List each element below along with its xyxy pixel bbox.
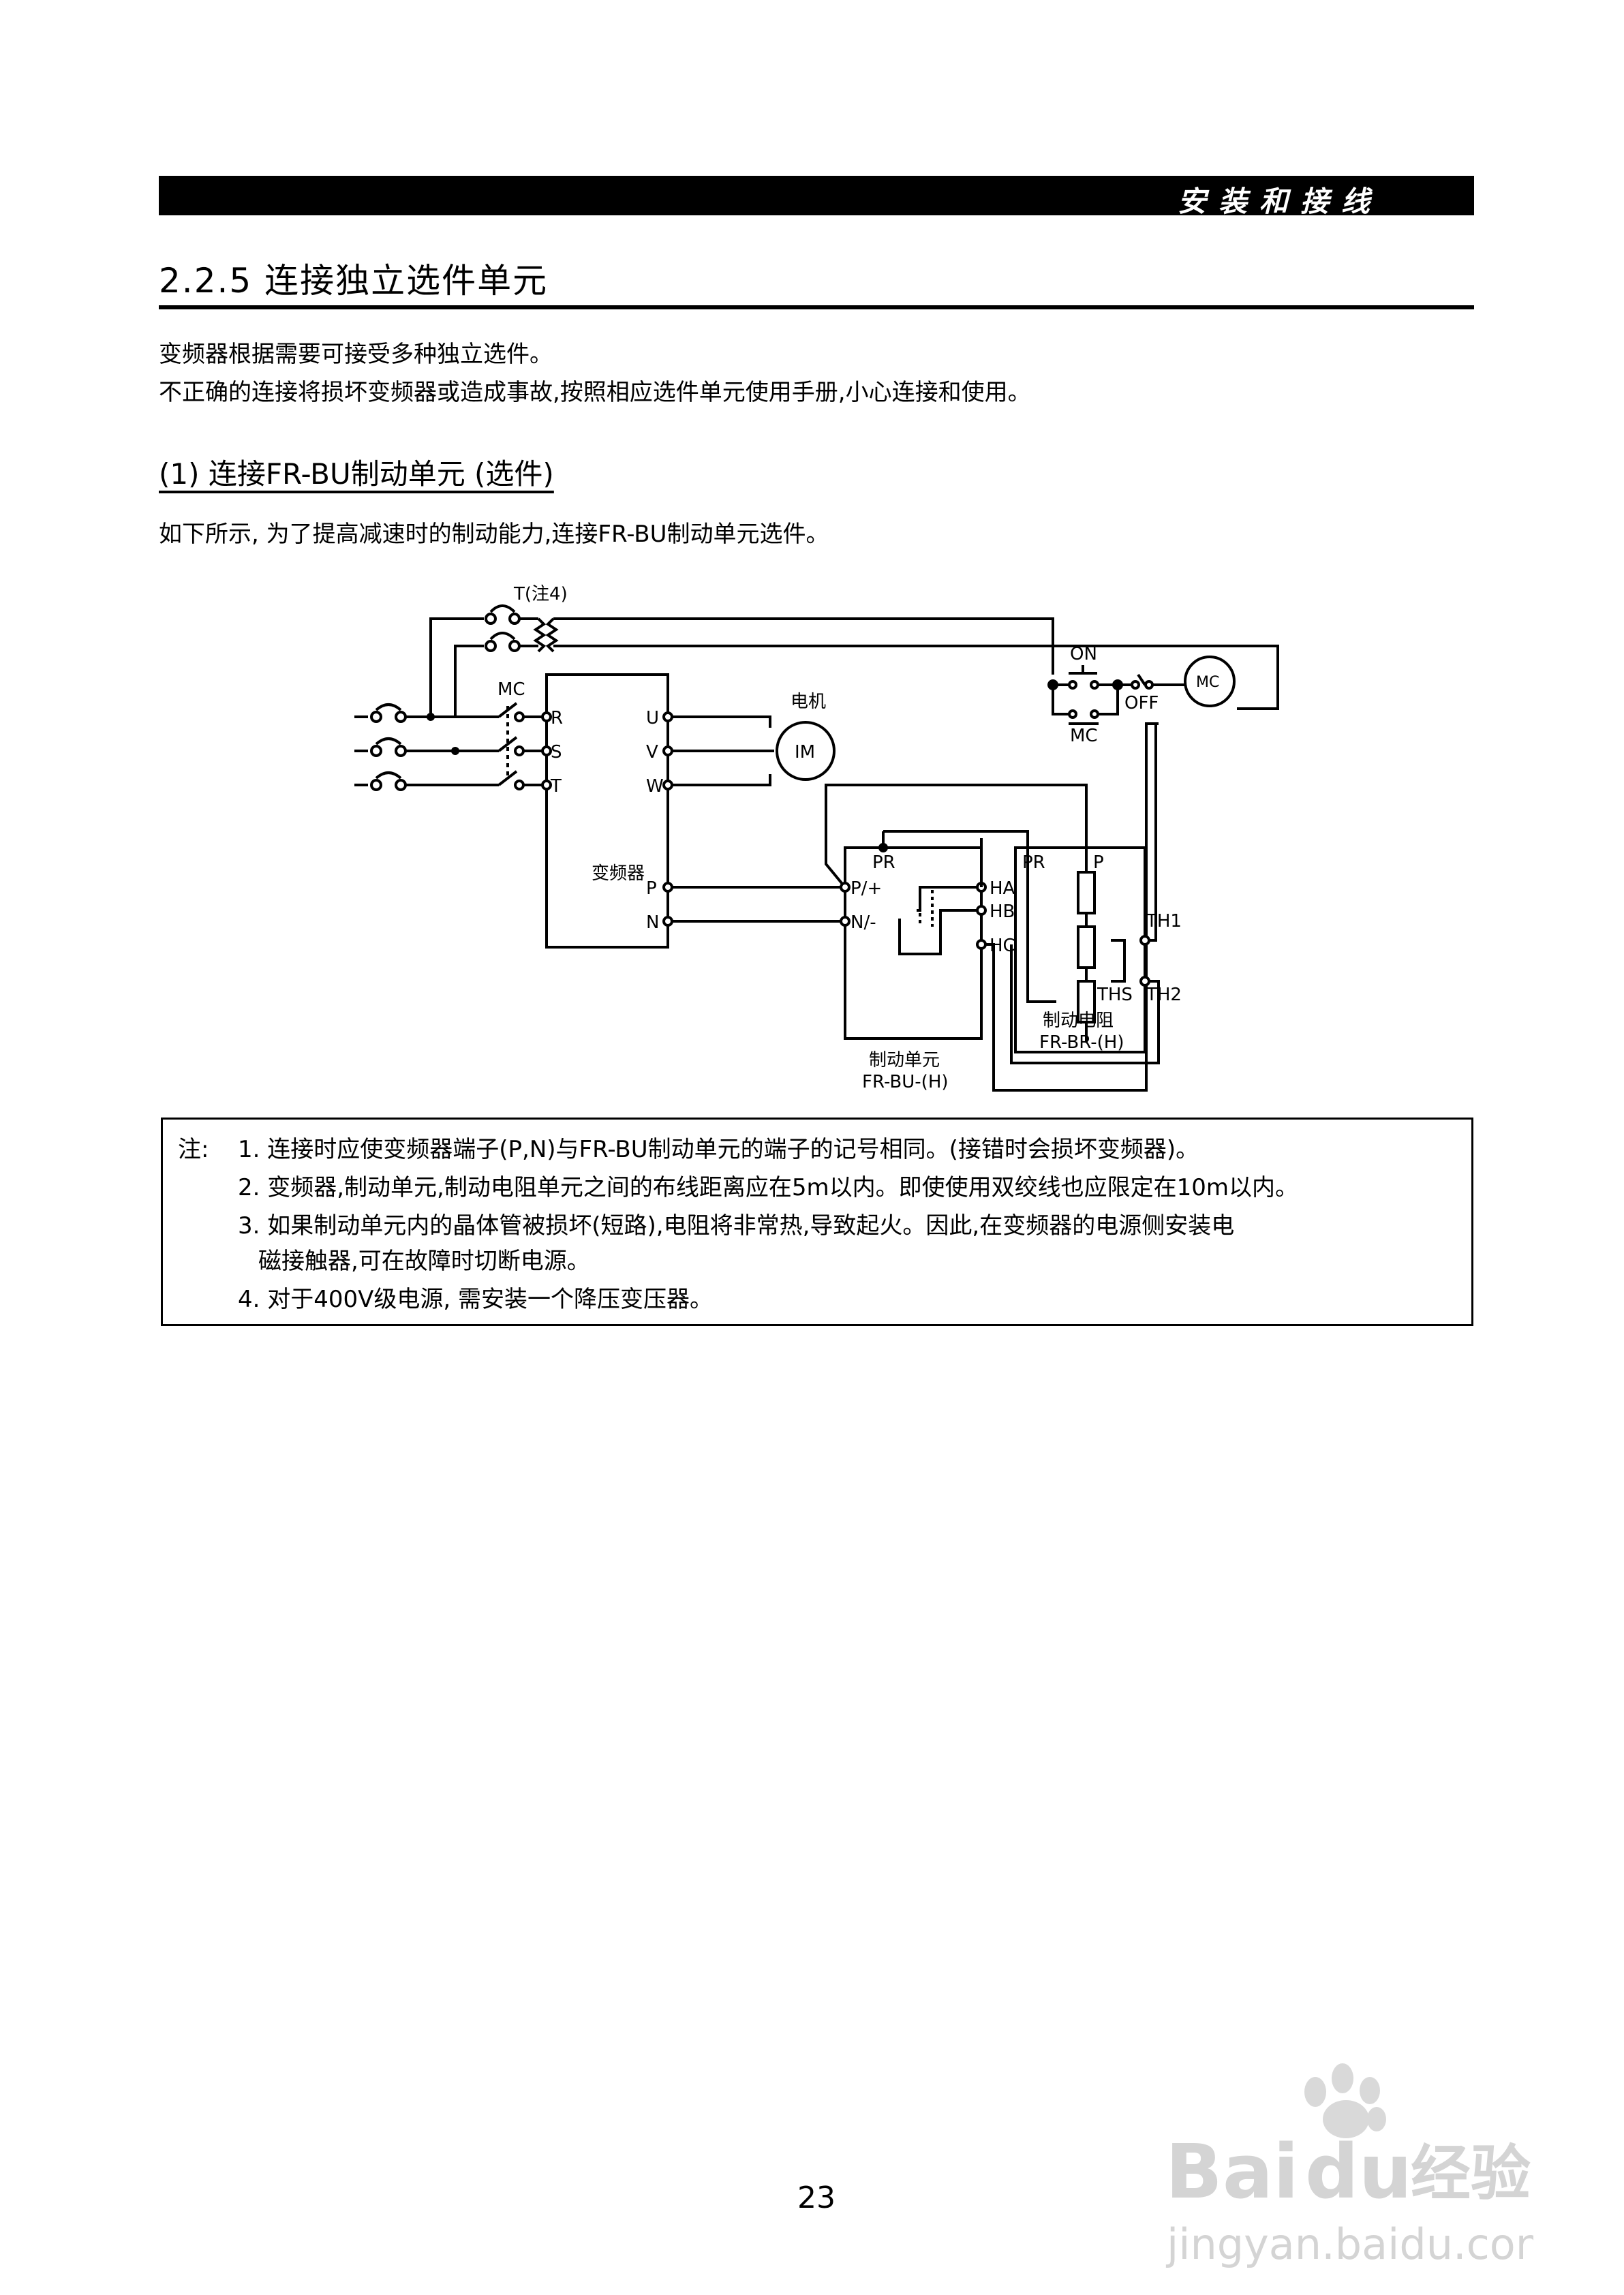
bu-model: FR-BU-(H) [862, 1072, 949, 1092]
br-th2-label: TH2 [1146, 985, 1182, 1005]
svg-text:经验: 经验 [1411, 2138, 1531, 2208]
off-label: OFF [1124, 693, 1159, 713]
motor-label: 电机 [791, 692, 826, 712]
svg-text:Bai: Bai [1165, 2128, 1299, 2215]
section-title: 2.2.5 连接独立选件单元 [159, 261, 549, 301]
header-section-label: 安装和接线 [1177, 185, 1382, 218]
terminal-r: R [551, 708, 563, 728]
title-rule [159, 305, 1474, 309]
terminal-s: S [551, 742, 562, 763]
mc-contact-label: MC [1070, 726, 1098, 746]
bu-ha-label: HA [990, 878, 1015, 899]
motor-symbol: IM [795, 742, 815, 763]
mc-label: MC [497, 679, 525, 700]
svg-text:jingyan.baidu.com: jingyan.baidu.com [1165, 2219, 1533, 2269]
intro-line-1: 变频器根据需要可接受多种独立选件。 [159, 341, 553, 368]
note-item-3: 3. 如果制动单元内的晶体管被损坏(短路),电阻将非常热,导致起火。因此,在变频… [238, 1212, 1235, 1239]
note-item-1: 1. 连接时应使变频器端子(P,N)与FR-BU制动单元的端子的记号相同。(接错… [238, 1136, 1199, 1163]
br-model: FR-BR-(H) [1039, 1032, 1124, 1053]
bu-pr-label: PR [872, 852, 895, 873]
terminal-n: N [646, 912, 659, 933]
notes-prefix: 注: [178, 1136, 209, 1163]
intro-line-2: 不正确的连接将损坏变频器或造成事故,按照相应选件单元使用手册,小心连接和使用。 [159, 379, 1031, 406]
bu-hb-label: HB [990, 902, 1015, 922]
br-ths-label: THS [1097, 985, 1133, 1005]
br-th1-label: TH1 [1146, 911, 1182, 931]
note-item-2: 2. 变频器,制动单元,制动电阻单元之间的布线距离应在5m以内。即使使用双绞线也… [238, 1174, 1298, 1201]
bu-p-label: P/+ [851, 878, 882, 899]
bu-n-label: N/- [851, 912, 876, 933]
br-p-label: P [1093, 852, 1104, 873]
bu-name: 制动单元 [869, 1050, 940, 1071]
terminal-w: W [646, 776, 664, 797]
svg-text:du: du [1305, 2128, 1412, 2215]
note-item-4: 4. 对于400V级电源, 需安装一个降压变压器。 [238, 1286, 714, 1313]
subsection-title: (1) 连接FR-BU制动单元 (选件) [159, 457, 554, 491]
inverter-label: 变频器 [592, 863, 645, 884]
transformer-label: T(注4) [513, 584, 568, 604]
mc-coil-label: MC [1196, 674, 1219, 691]
br-pr-label: PR [1022, 852, 1045, 873]
header-bar: 安装和接线 [159, 176, 1474, 218]
wiring-diagram: T(注4) MC R S T U V W P N 变频器 电机 IM ON OF… [354, 584, 1279, 1092]
br-name: 制动电阻 [1043, 1011, 1114, 1031]
notes-box: 注: 1. 连接时应使变频器端子(P,N)与FR-BU制动单元的端子的记号相同。… [161, 1118, 1473, 1326]
page-number: 23 [797, 2181, 836, 2215]
baidu-watermark-logo: Bai du 经验 jingyan.baidu.com [1165, 2063, 1533, 2269]
note-item-3-cont: 磁接触器,可在故障时切断电源。 [258, 1248, 590, 1275]
terminal-t: T [550, 776, 562, 797]
terminal-v: V [646, 742, 658, 763]
on-label: ON [1070, 644, 1097, 664]
subsection-description: 如下所示, 为了提高减速时的制动能力,连接FR-BU制动单元选件。 [159, 521, 829, 548]
terminal-p: P [646, 878, 657, 899]
bu-hc-label: HC [990, 936, 1015, 956]
terminal-u: U [646, 708, 659, 728]
